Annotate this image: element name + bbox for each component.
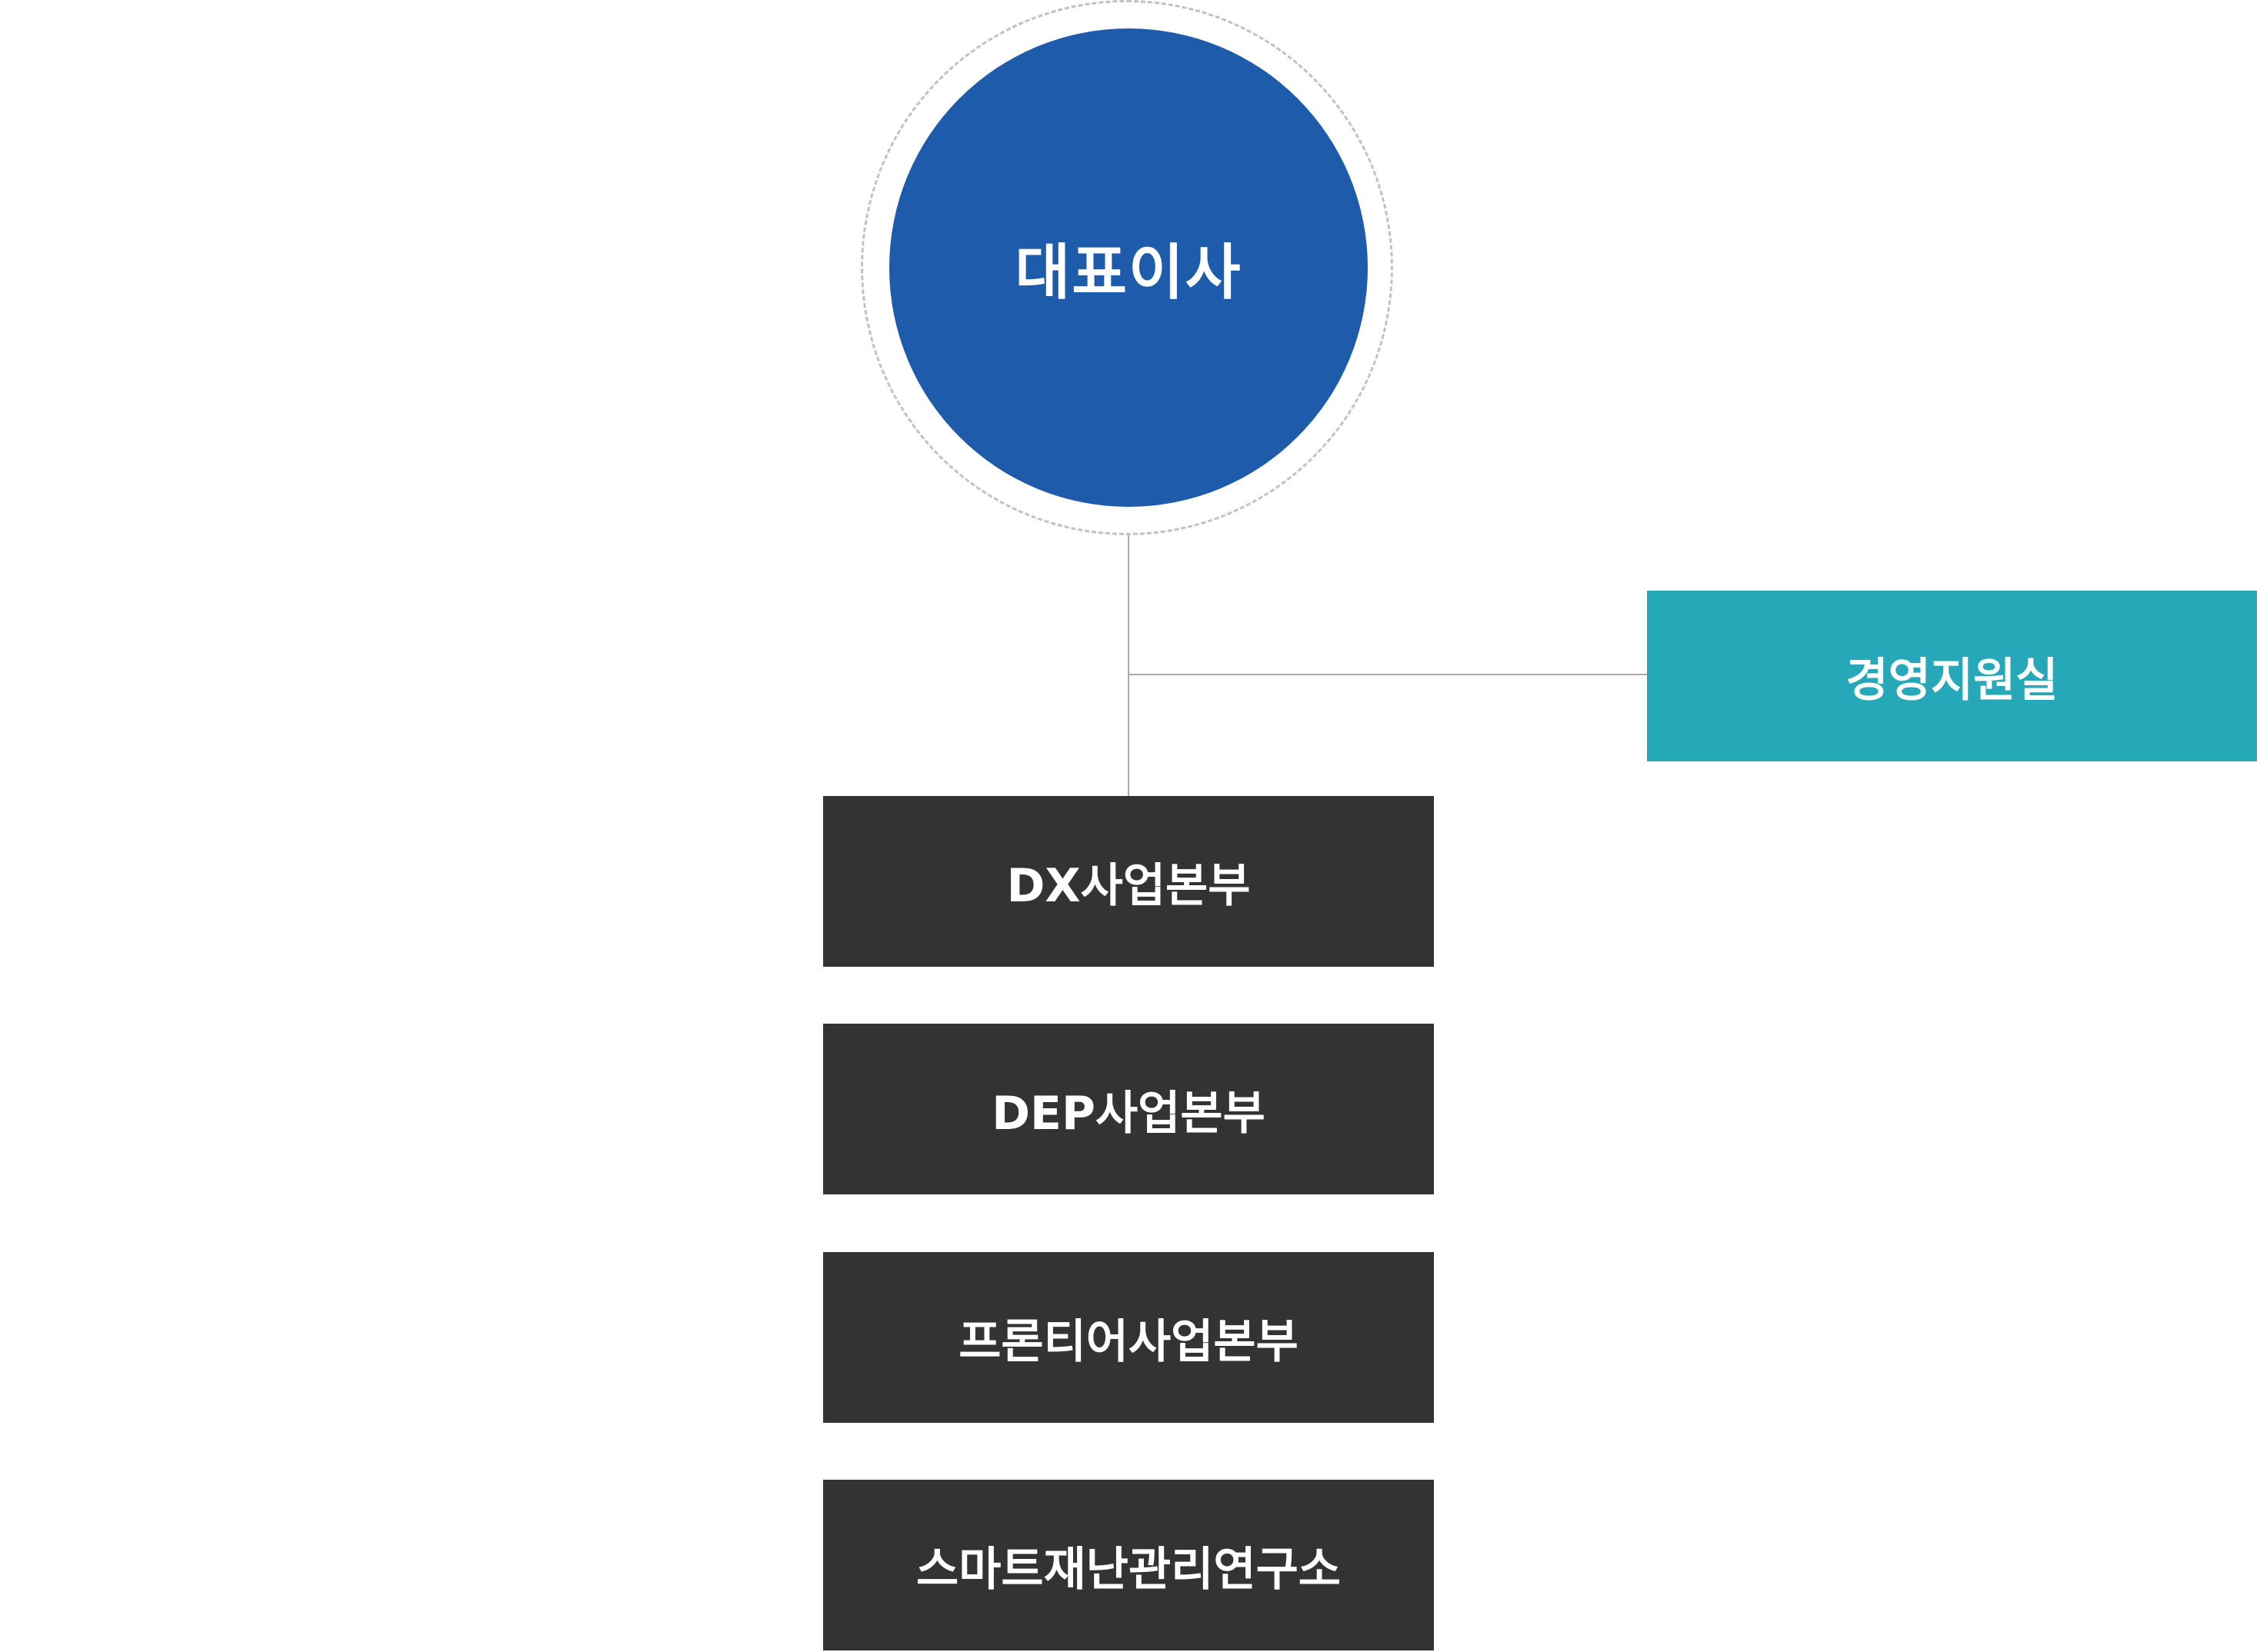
division-node-dep: DEP사업본부 (823, 1024, 1434, 1194)
support-office-node: 경영지원실 (1647, 591, 2257, 761)
division-label: 프론티어사업본부 (958, 1314, 1299, 1369)
division-label: DX사업본부 (1006, 858, 1251, 913)
horizontal-connector-support (1128, 674, 1647, 675)
division-node-dx: DX사업본부 (823, 796, 1434, 967)
vertical-connector (1128, 535, 1129, 796)
division-label: 스마트재난관리연구소 (916, 1542, 1341, 1597)
ceo-label: 대표이사 (1015, 238, 1242, 308)
support-office-label: 경영지원실 (1845, 653, 2059, 708)
ceo-dashed-ring (861, 0, 1393, 535)
division-label: DEP사업본부 (992, 1086, 1265, 1141)
division-node-frontier: 프론티어사업본부 (823, 1252, 1434, 1423)
division-node-smart-disaster-lab: 스마트재난관리연구소 (823, 1480, 1434, 1650)
ceo-node: 대표이사 (889, 28, 1368, 507)
